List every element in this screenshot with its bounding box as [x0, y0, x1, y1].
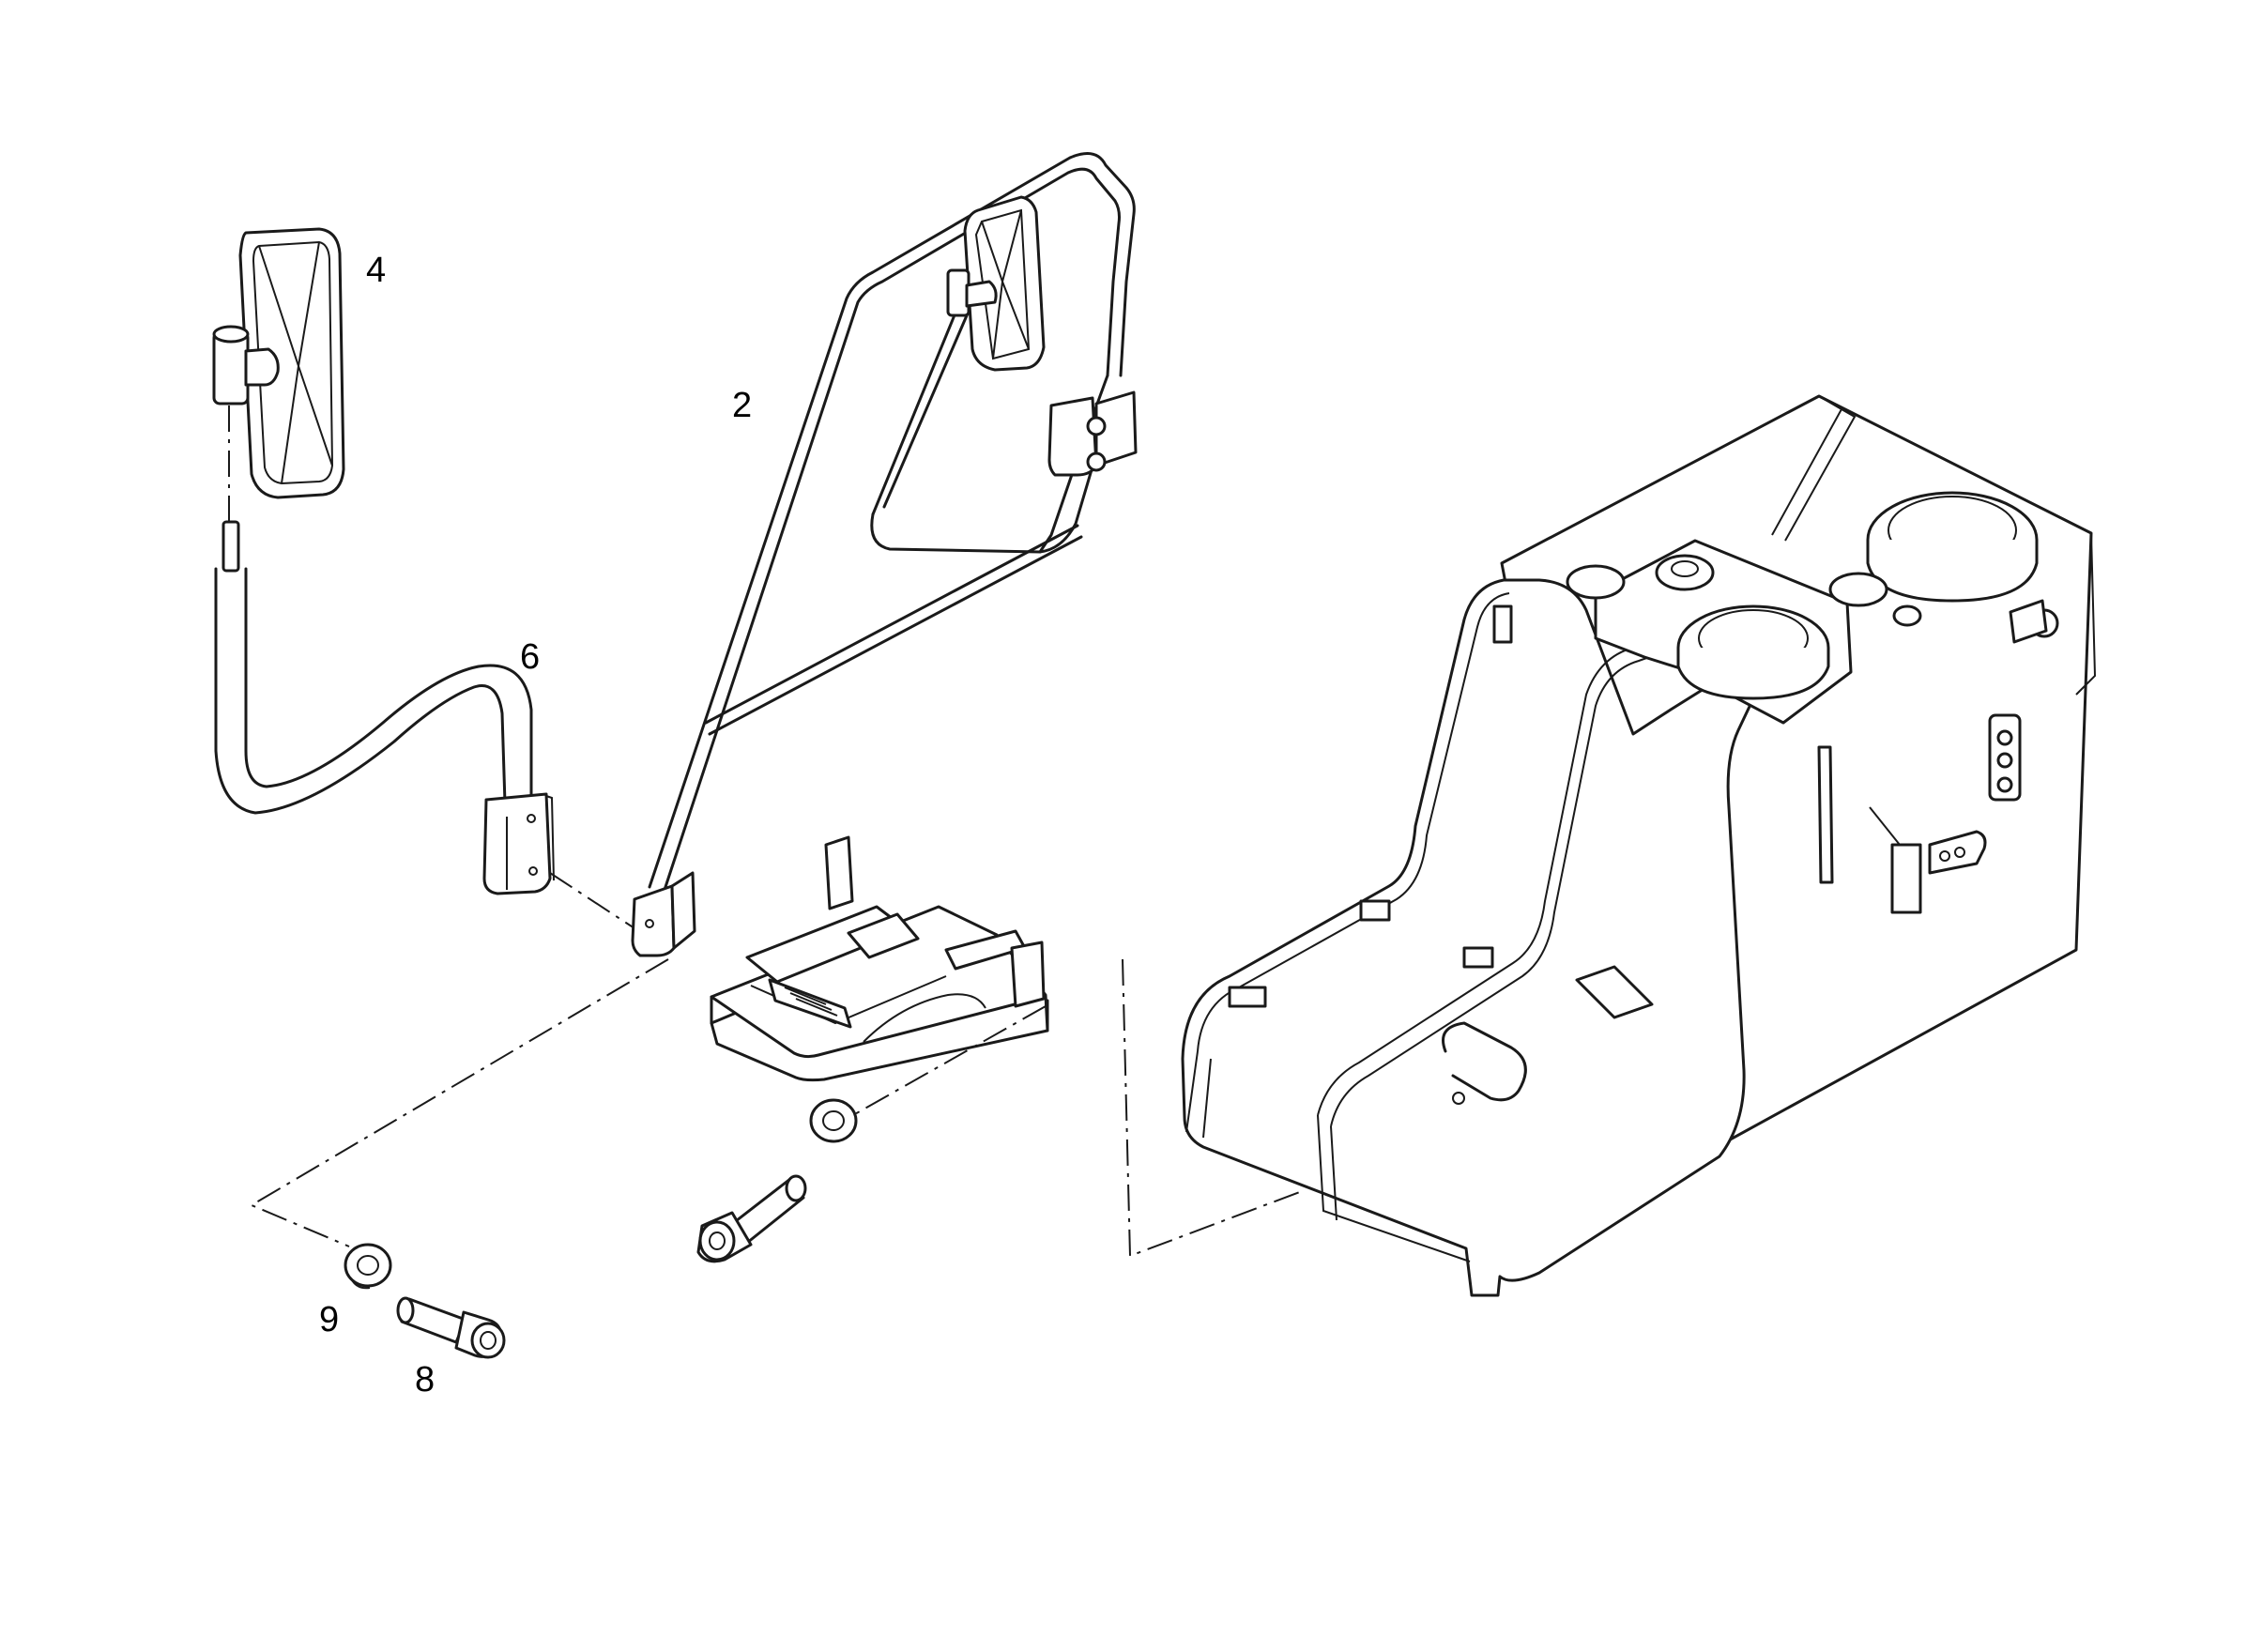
callout-6: 6 — [520, 637, 540, 677]
mirror-part-4[interactable] — [212, 227, 345, 499]
assembly-line-right-screw — [846, 1005, 1047, 1120]
callout-9: 9 — [319, 1300, 339, 1339]
callout-2: 2 — [732, 386, 752, 425]
screw-right[interactable] — [696, 1174, 807, 1263]
mirror-arm-part-6[interactable] — [214, 520, 555, 895]
washer-right[interactable] — [809, 1098, 858, 1143]
frame-part-2[interactable] — [631, 152, 1138, 957]
assembly-line-chassis — [1122, 958, 1306, 1258]
chassis-body — [1181, 394, 2097, 1297]
washer-part-9[interactable] — [344, 1243, 392, 1290]
assembly-line-left-screw — [249, 958, 669, 1247]
mounting-plate[interactable] — [710, 835, 1049, 1082]
screw-part-8[interactable] — [396, 1296, 506, 1359]
callout-4: 4 — [366, 251, 386, 290]
callout-8: 8 — [415, 1360, 435, 1400]
